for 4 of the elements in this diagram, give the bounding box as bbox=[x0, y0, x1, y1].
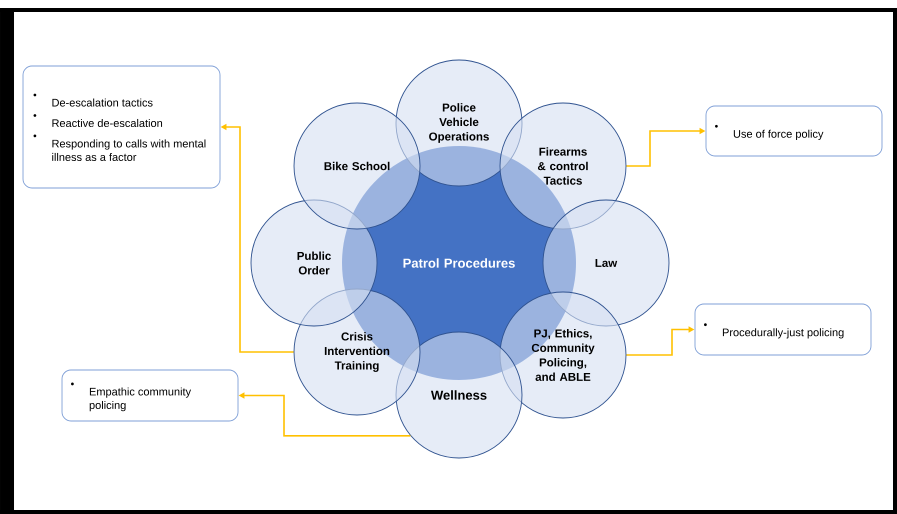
bullet-box: De-escalation tactics Reactive de-escalation Responding to calls with mental illness as a factor bbox=[22, 66, 220, 188]
bullet-box: Empathic community policing bbox=[62, 370, 238, 422]
bullet-box: Procedurally-just policing bbox=[694, 304, 872, 356]
bullet-box: Use of force policy bbox=[706, 106, 882, 156]
